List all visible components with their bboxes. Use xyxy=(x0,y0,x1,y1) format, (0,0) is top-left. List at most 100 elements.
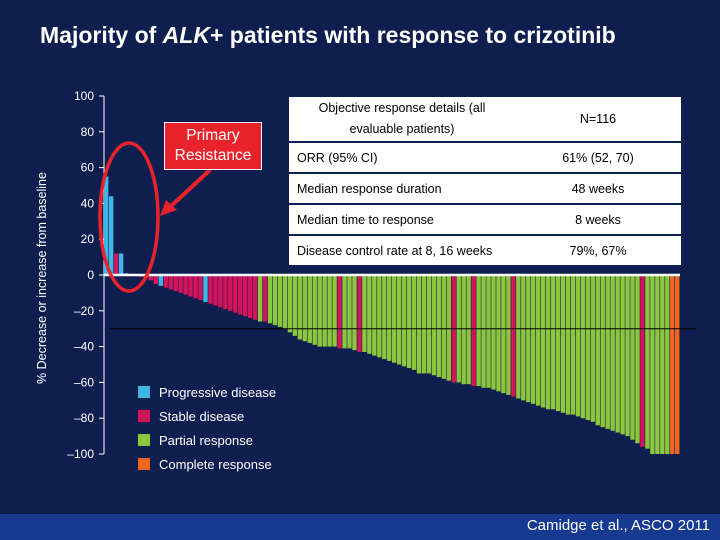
chart-bar xyxy=(436,275,442,378)
table-header-value: N=116 xyxy=(579,111,617,126)
table-header-label: Objective response details (all evaluabl… xyxy=(318,101,486,136)
citation: Camidge et al., ASCO 2011 xyxy=(526,517,710,534)
chart-bar xyxy=(540,275,546,408)
chart-bar xyxy=(625,275,630,437)
chart-bar xyxy=(396,275,402,365)
table-row-label: Median time to response xyxy=(289,203,515,235)
chart-bar xyxy=(352,275,357,351)
chart-bar xyxy=(660,275,665,454)
legend-swatch-stable xyxy=(138,410,150,422)
chart-bar xyxy=(476,275,481,386)
chart-bar xyxy=(252,275,258,320)
chart-bar xyxy=(670,275,675,454)
chart-bar xyxy=(347,275,352,349)
chart-bar xyxy=(421,275,427,374)
chart-bar xyxy=(233,275,238,313)
chart-bar xyxy=(382,275,387,360)
chart-bar xyxy=(595,275,600,426)
footer-bar: Camidge et al., ASCO 2011 xyxy=(0,514,720,540)
chart-bar xyxy=(585,275,591,420)
chart-bar xyxy=(635,275,640,444)
legend-label: Complete response xyxy=(159,456,272,472)
chart-bar xyxy=(555,275,561,412)
chart-bar xyxy=(615,275,620,433)
y-tick-label: 0 xyxy=(87,268,94,282)
legend-swatch-progressive xyxy=(138,386,150,398)
chart-bar xyxy=(267,275,273,324)
chart-bar xyxy=(521,275,526,401)
chart-bar xyxy=(168,275,173,290)
chart-bar xyxy=(178,275,183,293)
y-tick-label: 40 xyxy=(81,196,95,210)
chart-bar xyxy=(501,275,506,394)
chart-bar xyxy=(158,275,163,286)
table-row-value: 48 weeks xyxy=(515,172,681,204)
chart-bar xyxy=(223,275,228,310)
y-tick-label: 20 xyxy=(81,232,95,246)
chart-bar xyxy=(262,275,268,322)
callout-arrow-line xyxy=(168,168,212,209)
table-row-value: 61% (52, 70) xyxy=(515,141,681,173)
chart-bar xyxy=(580,275,586,419)
title-part1: Majority of xyxy=(40,22,163,48)
chart-bar xyxy=(312,275,317,345)
chart-bar xyxy=(228,275,233,311)
chart-bar xyxy=(610,275,615,431)
chart-bar xyxy=(471,275,476,386)
y-tick-label: –20 xyxy=(74,304,94,318)
chart-bar xyxy=(173,275,178,292)
chart-bar xyxy=(392,275,397,363)
chart-bar xyxy=(491,275,496,390)
chart-bar xyxy=(327,275,332,347)
chart-bar xyxy=(213,275,218,306)
table-row-label: ORR (95% CI) xyxy=(289,141,515,173)
chart-bar xyxy=(367,275,372,354)
table-row: Median time to response 8 weeks xyxy=(289,203,681,235)
chart-bar xyxy=(297,275,303,340)
chart-bar xyxy=(188,275,193,297)
y-tick-label: –40 xyxy=(74,340,94,354)
legend-swatch-complete xyxy=(138,458,150,470)
legend-label: Stable disease xyxy=(159,408,245,424)
chart-bar xyxy=(337,275,342,349)
table-row: Disease control rate at 8, 16 weeks 79%,… xyxy=(289,234,681,265)
table-row-value: 8 weeks xyxy=(515,203,681,235)
chart-bar xyxy=(640,275,645,447)
chart-bar xyxy=(218,275,223,308)
chart-bar xyxy=(208,275,213,304)
chart-bar xyxy=(307,275,312,344)
y-axis-label: % Decrease or increase from baseline xyxy=(35,172,49,384)
chart-bar xyxy=(630,275,635,440)
chart-bar xyxy=(332,275,337,347)
resistance-ellipse xyxy=(98,141,160,293)
chart-bar xyxy=(550,275,556,410)
y-tick-label: 80 xyxy=(81,125,95,139)
y-tick-label: 60 xyxy=(81,161,95,175)
chart-bar xyxy=(282,275,288,329)
chart-bar xyxy=(401,275,407,367)
chart-bar xyxy=(590,275,595,422)
chart-bar xyxy=(108,196,114,275)
chart-bar xyxy=(531,275,536,404)
chart-bar xyxy=(317,275,322,347)
chart-bar xyxy=(575,275,581,417)
chart-bar xyxy=(511,275,516,397)
title-part2: + patients with response to crizotinib xyxy=(209,22,616,48)
legend-label: Partial response xyxy=(159,432,253,448)
chart-bar xyxy=(675,275,680,454)
legend-item-complete: Complete response xyxy=(138,452,276,476)
chart-bar xyxy=(357,275,362,352)
chart-bar xyxy=(496,275,501,392)
chart-bar xyxy=(506,275,511,395)
y-tick-label: 100 xyxy=(74,89,94,103)
chart-bar xyxy=(203,275,208,302)
chart-bar xyxy=(377,275,382,358)
chart-bar xyxy=(645,275,650,449)
table-row-label: Disease control rate at 8, 16 weeks xyxy=(289,234,515,265)
chart-bar xyxy=(620,275,625,435)
chart-bar xyxy=(163,275,168,288)
chart-bar xyxy=(387,275,392,361)
chart-bar xyxy=(560,275,566,413)
chart-bar xyxy=(526,275,531,403)
